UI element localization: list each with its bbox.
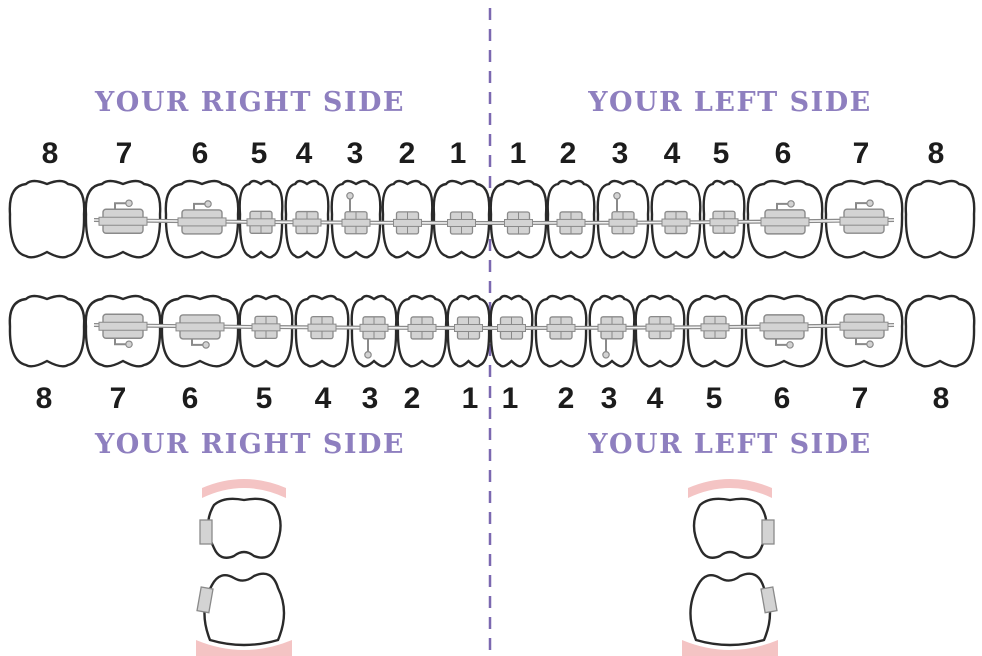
lower-tooth-number: 8 bbox=[36, 382, 53, 415]
lower-tooth-number: 1 bbox=[502, 382, 519, 415]
upper-tooth-number: 2 bbox=[560, 137, 577, 170]
upper-tooth-number: 4 bbox=[296, 137, 313, 170]
lower-arch bbox=[10, 296, 974, 366]
molar-side-view-icon bbox=[682, 479, 778, 656]
upper-tooth-number: 1 bbox=[450, 137, 467, 170]
bracket bbox=[448, 212, 476, 234]
lower-tooth-number: 2 bbox=[558, 382, 575, 415]
lower-tooth-number: 8 bbox=[933, 382, 950, 415]
side-views bbox=[196, 479, 778, 656]
upper-right-side-heading: YOUR RIGHT SIDE bbox=[94, 87, 405, 118]
upper-tooth-numbers: 8 7 6 5 4 3 2 1 1 2 3 4 5 6 7 8 bbox=[42, 137, 945, 170]
tooth-outline bbox=[906, 181, 974, 257]
lower-tooth-number: 3 bbox=[362, 382, 379, 415]
tooth-outline bbox=[10, 181, 84, 257]
bracket bbox=[308, 317, 336, 339]
upper-gum bbox=[202, 479, 286, 498]
lower-tooth-number: 3 bbox=[601, 382, 618, 415]
upper-tooth-number: 4 bbox=[664, 137, 681, 170]
upper-molar bbox=[208, 499, 281, 558]
upper-tooth-number: 6 bbox=[775, 137, 792, 170]
upper-tooth-number: 1 bbox=[510, 137, 527, 170]
upper-tooth-number: 2 bbox=[399, 137, 416, 170]
bracket bbox=[408, 317, 436, 339]
lower-tooth-number: 4 bbox=[647, 382, 664, 415]
molar-side-view-icon bbox=[196, 479, 292, 656]
lower-tooth-number: 2 bbox=[404, 382, 421, 415]
upper-tooth-number: 3 bbox=[347, 137, 364, 170]
lower-tooth-number: 4 bbox=[315, 382, 332, 415]
upper-tooth-number: 7 bbox=[116, 137, 133, 170]
upper-tooth-number: 5 bbox=[251, 137, 268, 170]
tooth-outline bbox=[906, 296, 974, 366]
upper-tooth-number: 3 bbox=[612, 137, 629, 170]
bracket bbox=[710, 211, 738, 233]
lower-tooth-number: 5 bbox=[256, 382, 273, 415]
bracket bbox=[252, 316, 280, 338]
bracket bbox=[455, 317, 483, 339]
lower-tooth-number: 1 bbox=[462, 382, 479, 415]
lower-molar bbox=[690, 574, 770, 645]
lower-right-side-heading: YOUR RIGHT SIDE bbox=[94, 429, 405, 460]
bracket bbox=[498, 317, 526, 339]
upper-molar bbox=[694, 499, 767, 558]
lower-tooth-number: 6 bbox=[182, 382, 199, 415]
bracket bbox=[505, 212, 533, 234]
upper-arch bbox=[10, 181, 974, 257]
upper-gum bbox=[688, 479, 772, 498]
bracket bbox=[662, 212, 690, 234]
lower-tooth-number: 6 bbox=[774, 382, 791, 415]
bracket bbox=[394, 212, 422, 234]
tooth-outline bbox=[10, 296, 84, 366]
bracket bbox=[293, 212, 321, 234]
bracket bbox=[247, 211, 275, 233]
upper-tooth-number: 8 bbox=[928, 137, 945, 170]
lower-tooth-number: 7 bbox=[110, 382, 127, 415]
lower-tooth-number: 5 bbox=[706, 382, 723, 415]
lower-molar bbox=[204, 574, 284, 645]
bracket bbox=[557, 212, 585, 234]
upper-tooth-number: 7 bbox=[853, 137, 870, 170]
lower-left-side-heading: YOUR LEFT SIDE bbox=[587, 429, 872, 460]
side-bracket bbox=[200, 520, 212, 544]
side-bracket bbox=[762, 520, 774, 544]
upper-tooth-number: 6 bbox=[192, 137, 209, 170]
bracket bbox=[547, 317, 575, 339]
upper-left-side-heading: YOUR LEFT SIDE bbox=[587, 87, 872, 118]
bracket bbox=[701, 316, 729, 338]
lower-tooth-numbers: 8 7 6 5 4 3 2 1 1 2 3 4 5 6 7 8 bbox=[36, 382, 950, 415]
upper-tooth-number: 8 bbox=[42, 137, 59, 170]
lower-tooth-number: 7 bbox=[852, 382, 869, 415]
upper-tooth-number: 5 bbox=[713, 137, 730, 170]
bracket bbox=[646, 317, 674, 339]
